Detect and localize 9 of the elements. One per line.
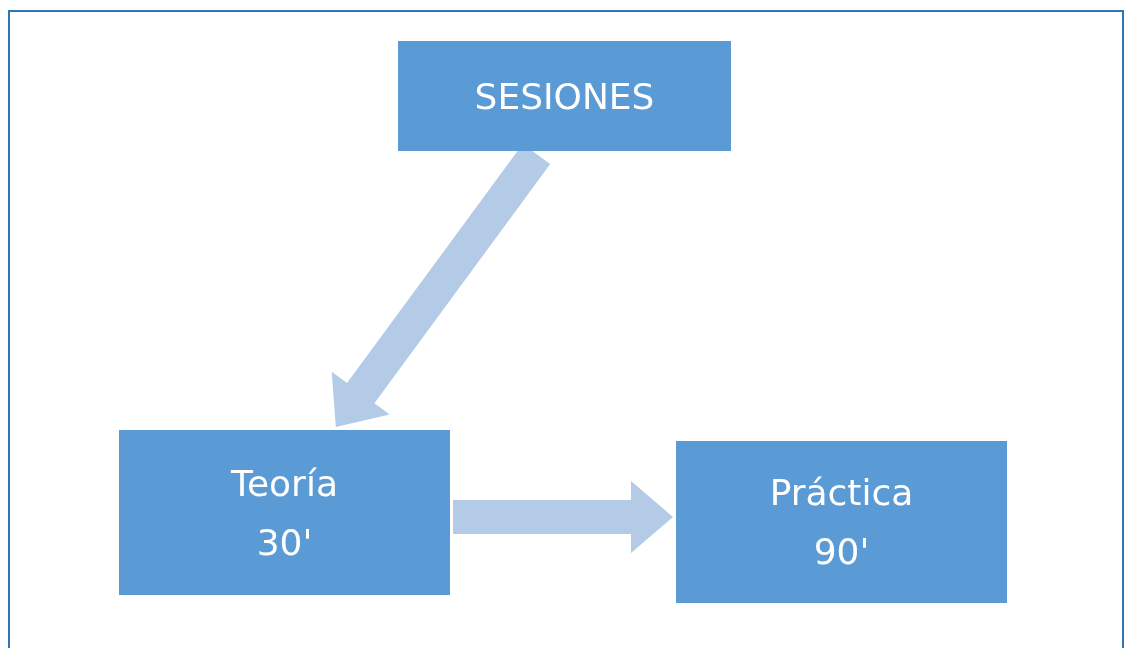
box-title: Práctica [769, 472, 914, 513]
process-box [119, 430, 450, 595]
process-box [398, 41, 731, 151]
box-title: SESIONES [474, 75, 655, 117]
duration-text: 90' [813, 531, 870, 572]
duration-text: 30' [256, 521, 313, 563]
process-box [676, 441, 1007, 603]
box-title: Teoría [231, 462, 338, 504]
block-arrow [453, 481, 673, 553]
